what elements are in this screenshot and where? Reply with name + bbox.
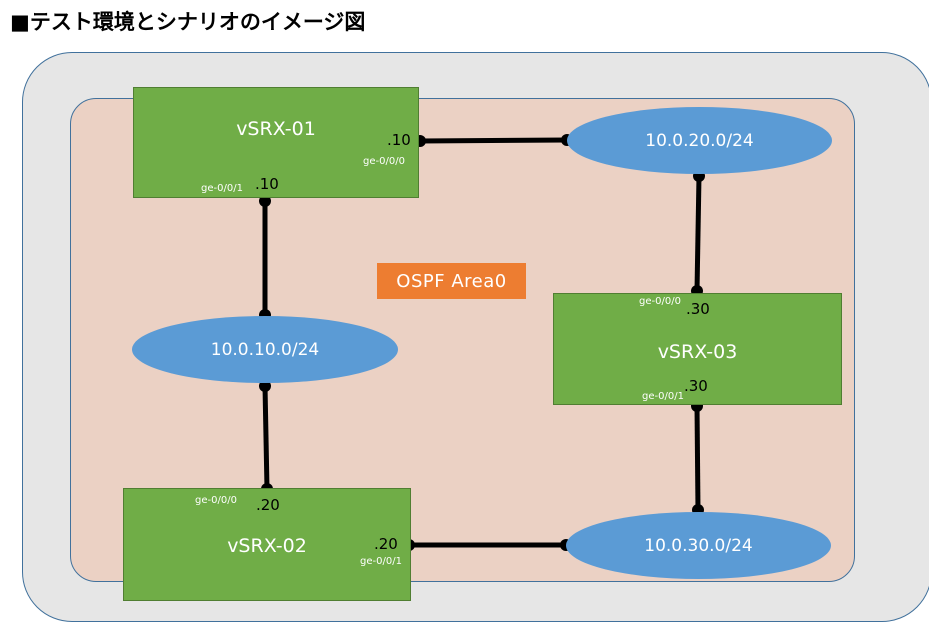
link-vsrx01-net20 (419, 137, 568, 144)
network-10-0-20-0[interactable]: 10.0.20.0/24 (567, 107, 832, 174)
router-name: vSRX-01 (236, 118, 316, 140)
interface-label: ge-0/0/0 (195, 495, 237, 506)
link-vsrx03-net30 (694, 405, 701, 511)
interface-label: ge-0/0/1 (642, 391, 684, 402)
address-label: .10 (387, 131, 411, 149)
address-label: .20 (374, 535, 398, 553)
router-vsrx-03[interactable]: vSRX-03 ge-0/0/0 ge-0/0/1 (553, 293, 842, 405)
address-label: .10 (255, 175, 279, 193)
link-net10-vsrx02 (262, 385, 270, 490)
link-net20-vsrx03 (694, 175, 702, 292)
address-label: .20 (256, 496, 280, 514)
router-name: vSRX-03 (657, 341, 738, 363)
interface-label: ge-0/0/1 (201, 183, 243, 194)
network-10-0-10-0[interactable]: 10.0.10.0/24 (132, 316, 398, 383)
endpoint-dot (259, 195, 271, 207)
endpoint-dot (259, 380, 271, 392)
interface-label: ge-0/0/0 (363, 156, 405, 167)
address-label: .30 (686, 300, 710, 318)
interface-label: ge-0/0/0 (639, 296, 681, 307)
address-label: .30 (684, 377, 708, 395)
router-name: vSRX-02 (227, 535, 307, 557)
router-vsrx-02[interactable]: vSRX-02 ge-0/0/0 ge-0/0/1 (123, 488, 411, 601)
page-title: ■テスト環境とシナリオのイメージ図 (10, 10, 366, 34)
network-10-0-30-0[interactable]: 10.0.30.0/24 (566, 512, 831, 579)
interface-label: ge-0/0/1 (360, 556, 402, 567)
router-vsrx-01[interactable]: vSRX-01 ge-0/0/0 ge-0/0/1 (133, 87, 419, 198)
ospf-area-label: OSPF Area0 (377, 263, 526, 299)
